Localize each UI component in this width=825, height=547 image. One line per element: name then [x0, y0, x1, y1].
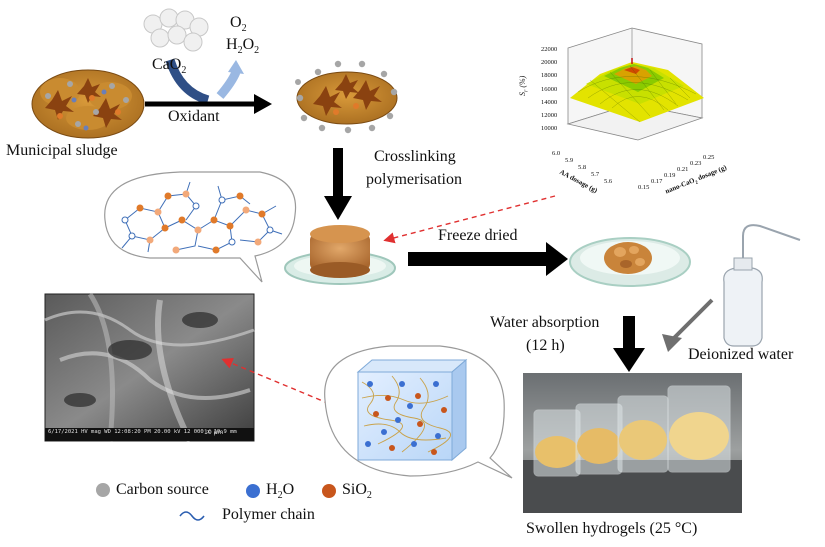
sem-image [44, 292, 255, 443]
legend-carbon-source: Carbon source [96, 481, 209, 499]
z-tick-label: 22000 [541, 46, 558, 53]
deionized-water-arrow [670, 298, 714, 342]
polymer-chain-legend-symbol [179, 511, 205, 521]
swollen-hydrogels-label: Swollen hydrogels (25 °C) [526, 520, 698, 537]
water-absorption-arrow-head [613, 348, 645, 372]
product-arc [216, 70, 241, 99]
oxidant-arrow-head [254, 94, 272, 114]
swollen-hydrogels-photo [523, 373, 742, 513]
x-tick-label: 0.19 [664, 172, 676, 179]
water-absorption-label-line2: (12 h) [526, 337, 565, 354]
municipal-sludge-label: Municipal sludge [6, 142, 118, 159]
crosslinking-label-line2: polymerisation [366, 171, 462, 188]
hydrogel-in-dish [284, 225, 396, 285]
x-tick-label: 0.21 [677, 166, 689, 173]
plot-to-hydrogel-dashed-arrow [383, 195, 556, 244]
cube-to-sem-dashed-arrow [221, 358, 355, 415]
legend-sio2: SiO2 [322, 481, 372, 501]
z-tick-label: 10000 [541, 125, 558, 133]
x-tick-label: 0.23 [690, 160, 702, 167]
x-tick-label: 0.25 [703, 154, 715, 161]
y-tick-label: 5.8 [578, 164, 587, 171]
carbon-source-dot [96, 483, 110, 497]
freeze-dried-arrow-head [546, 242, 568, 276]
sem-scale-label: 10 µm [204, 429, 224, 436]
freeze-dried-label: Freeze dried [438, 227, 518, 244]
cao2-particles-illustration [143, 8, 209, 52]
x-tick-label: 0.17 [651, 178, 663, 185]
municipal-sludge-illustration [31, 69, 145, 139]
crosslink-arrow-head [324, 196, 352, 220]
y-tick-label: 6.0 [552, 150, 561, 157]
reactant-arc [165, 58, 210, 105]
z-tick-label: 14000 [541, 98, 558, 106]
h2o-dot [246, 484, 260, 499]
sio2-dot [322, 484, 336, 499]
z-tick-label: 12000 [541, 112, 558, 119]
oxidant-label: Oxidant [168, 108, 220, 125]
sem-info-bar: 6/17/2021 HV mag WD 12:08:20 PM 20.00 kV… [48, 429, 237, 435]
legend-polymer-chain: Polymer chain [222, 506, 315, 523]
deionized-water-arrow-head [662, 334, 682, 352]
z-tick-label: 16000 [541, 85, 558, 93]
hydrogel-structure-bubble [324, 345, 513, 479]
freeze-dried-arrow [408, 252, 548, 266]
crosslink-arrow [333, 148, 343, 198]
wash-bottle-illustration [723, 224, 801, 347]
h2o2-label: H2O2 [226, 36, 260, 57]
crosslinking-label-line1: Crosslinking [374, 148, 456, 165]
deionized-water-label: Deionized water [688, 346, 794, 363]
polymer-network-bubble [104, 171, 297, 283]
y-tick-label: 5.7 [591, 171, 600, 178]
x-tick-label: 0.15 [638, 184, 650, 191]
cao2-label: CaO2 [152, 56, 187, 77]
water-absorption-arrow [623, 316, 635, 350]
o2-label: O2 [230, 14, 247, 35]
y-tick-label: 5.9 [565, 157, 574, 164]
z-tick-label: 18000 [541, 72, 558, 80]
surface-plot-z-label: Sr (%) [518, 75, 530, 96]
oxidized-sludge-illustration [295, 60, 398, 134]
z-tick-label: 20000 [541, 59, 558, 67]
y-tick-label: 5.6 [604, 178, 613, 185]
product-arc-head [228, 60, 244, 74]
dried-hydrogel-in-dish [569, 237, 691, 287]
water-absorption-label-line1: Water absorption [490, 314, 600, 331]
response-surface-plot [566, 27, 704, 141]
legend-h2o: H2O [246, 481, 294, 501]
